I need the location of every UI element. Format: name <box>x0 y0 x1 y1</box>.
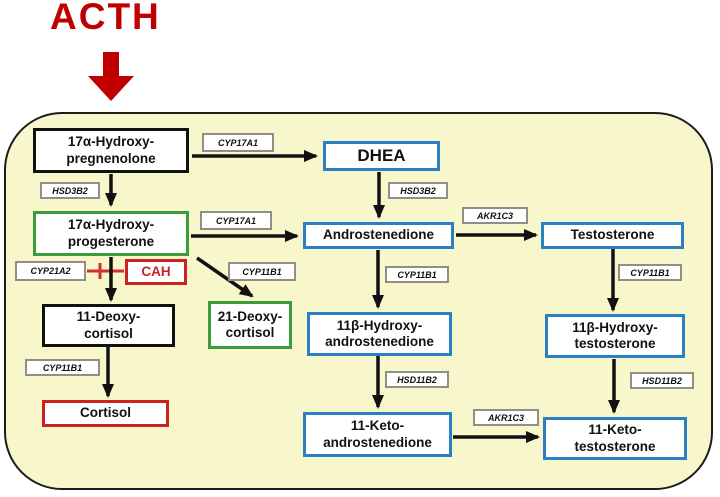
node-label: 17α-Hydroxy- <box>67 217 155 233</box>
enzyme-cyp17a1: CYP17A1 <box>200 211 272 230</box>
node-cortisol: Cortisol <box>42 400 169 427</box>
node-label: progesterone <box>67 233 155 249</box>
node-11b-hydroxy-testosterone: 11β-Hydroxy- testosterone <box>545 314 685 358</box>
node-label: CAH <box>141 263 171 279</box>
node-androstenedione: Androstenedione <box>303 222 454 249</box>
node-dhea: DHEA <box>323 141 440 171</box>
enzyme-cyp11b1: CYP11B1 <box>618 264 682 281</box>
enzyme-cyp11b1: CYP11B1 <box>25 359 100 376</box>
node-label: 11-Keto- <box>350 418 405 434</box>
node-11-keto-testosterone: 11-Keto- testosterone <box>543 417 687 460</box>
node-label: 11-Keto- <box>588 422 642 438</box>
acth-arrow-icon <box>88 52 134 101</box>
node-label: 11β-Hydroxy- <box>572 319 658 335</box>
enzyme-cyp17a1: CYP17A1 <box>202 133 274 152</box>
node-11-deoxycortisol: 11-Deoxy- cortisol <box>42 304 175 347</box>
node-label: 11β-Hydroxy- <box>336 317 423 333</box>
node-21-deoxycortisol: 21-Deoxy- cortisol <box>208 301 292 349</box>
node-label: cortisol <box>225 325 275 340</box>
node-label: Androstenedione <box>322 227 434 243</box>
node-testosterone: Testosterone <box>541 222 684 249</box>
node-label: androstenedione <box>325 334 434 349</box>
node-cah: CAH <box>125 259 187 285</box>
acth-title: ACTH <box>50 0 161 37</box>
node-17a-hydroxy-progesterone: 17α-Hydroxy- progesterone <box>33 211 189 256</box>
node-label: Cortisol <box>79 405 131 421</box>
node-label: androstenedione <box>323 434 432 450</box>
node-label: Testosterone <box>570 227 655 243</box>
enzyme-hsd11b2: HSD11B2 <box>630 372 694 389</box>
enzyme-hsd11b2: HSD11B2 <box>385 371 449 388</box>
node-label: 17α-Hydroxy- <box>67 134 155 150</box>
enzyme-cyp11b1: CYP11B1 <box>385 266 449 283</box>
node-11b-hydroxy-androstenedione: 11β-Hydroxy- androstenedione <box>307 312 452 356</box>
node-label: 21-Deoxy- <box>217 308 283 324</box>
node-label: cortisol <box>84 325 133 341</box>
enzyme-hsd3b2: HSD3B2 <box>388 182 448 199</box>
enzyme-akr1c3: AKR1C3 <box>462 207 528 224</box>
enzyme-cyp11b1: CYP11B1 <box>228 262 296 281</box>
enzyme-cyp21a2: CYP21A2 <box>15 261 86 281</box>
enzyme-akr1c3: AKR1C3 <box>473 409 539 426</box>
node-label: testosterone <box>574 336 656 351</box>
node-label: 11-Deoxy- <box>76 309 141 325</box>
node-11-keto-androstenedione: 11-Keto- androstenedione <box>303 412 452 457</box>
node-label: testosterone <box>574 438 656 454</box>
enzyme-hsd3b2: HSD3B2 <box>40 182 100 199</box>
node-label: pregnenolone <box>66 150 156 166</box>
node-label: DHEA <box>357 145 406 165</box>
node-17a-hydroxy-pregnenolone: 17α-Hydroxy- pregnenolone <box>33 128 189 173</box>
